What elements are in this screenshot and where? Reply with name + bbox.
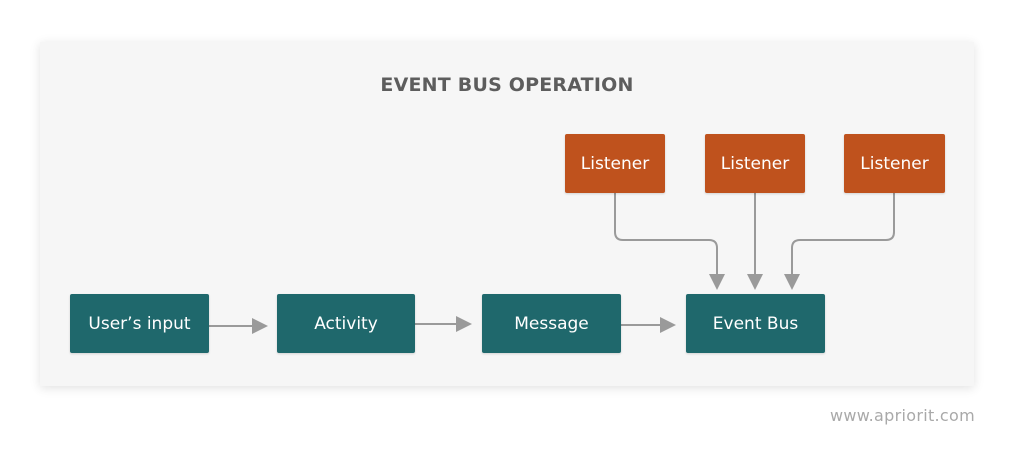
- activity-box: Activity: [277, 294, 415, 353]
- message-box: Message: [482, 294, 621, 353]
- diagram-title: EVENT BUS OPERATION: [380, 74, 634, 96]
- listener-box-3: Listener: [844, 134, 945, 193]
- users-input-box: User’s input: [70, 294, 209, 353]
- listener-box-1: Listener: [565, 134, 665, 193]
- event-bus-box: Event Bus: [686, 294, 825, 353]
- listener-box-2: Listener: [705, 134, 805, 193]
- watermark-url: www.apriorit.com: [829, 406, 975, 425]
